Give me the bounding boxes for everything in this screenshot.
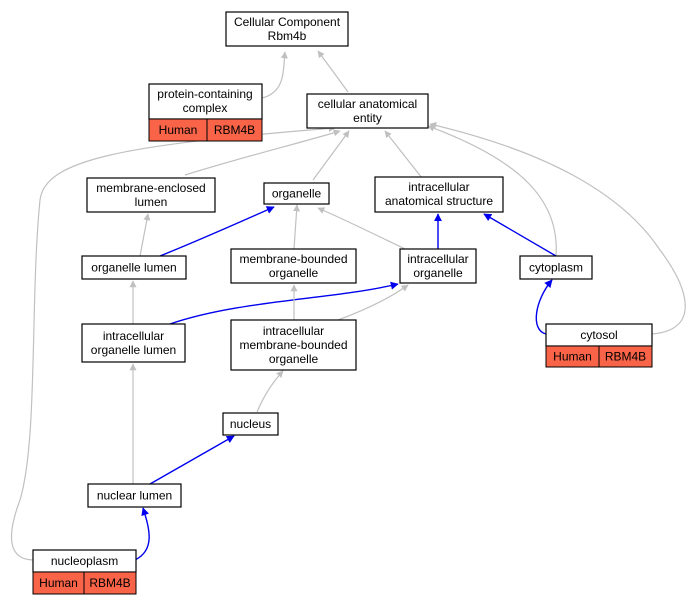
edge-imbo-to-intracellular-organelle: [337, 284, 409, 321]
node-label-line: membrane-bounded: [239, 252, 347, 266]
node-label-line: intracellular: [263, 324, 324, 338]
node-label-line: cytosol: [580, 328, 617, 342]
edge-nucleus-to-imbo: [256, 370, 284, 413]
node-label-line: protein-containing: [157, 87, 252, 101]
edge-nucleoplasm-to-entity: [10, 125, 336, 561]
node-intracellular-membrane-bounded-organelle[interactable]: intracellular membrane-bounded organelle: [230, 319, 357, 371]
edge-protein-complex-to-root: [261, 51, 288, 99]
edge-organelle-lumen-part-of-organelle: [159, 206, 275, 257]
tag-species: Human: [159, 123, 198, 137]
edge-cytosol-part-of-cytoplasm: [535, 279, 553, 335]
node-cellular-anatomical-entity[interactable]: cellular anatomical entity: [306, 93, 429, 129]
node-label-line: entity: [353, 111, 382, 125]
node-label-line: nucleoplasm: [51, 554, 118, 568]
edge-organelle-lumen-to-membrane-enclosed-lumen: [139, 213, 151, 257]
edge-anatomical-entity-to-root: [317, 50, 349, 93]
tag-gene: RBM4B: [89, 576, 130, 590]
node-label-line: cytoplasm: [529, 261, 583, 275]
node-membrane-enclosed-lumen[interactable]: membrane-enclosed lumen: [86, 177, 216, 213]
edge-intracellular-organelle-lumen-part-of-intracellular-organelle: [169, 281, 399, 325]
edge-membrane-enclosed-lumen-to-entity: [184, 129, 341, 176]
node-protein-containing-complex[interactable]: protein-containing complex Human RBM4B: [148, 83, 263, 142]
node-organelle-lumen[interactable]: organelle lumen: [81, 255, 187, 280]
node-label-line: organelle lumen: [91, 261, 176, 275]
edge-cytoplasm-part-of-structure: [483, 213, 557, 257]
node-label-line: cellular anatomical: [318, 97, 417, 111]
tag-gene: RBM4B: [605, 350, 646, 364]
node-label-line: membrane-bounded: [239, 338, 347, 352]
node-intracellular-anatomical-structure[interactable]: intracellular anatomical structure: [374, 176, 504, 213]
node-label-line: membrane-enclosed: [96, 181, 205, 195]
tag-species: Human: [39, 576, 78, 590]
node-label-line: organelle: [269, 352, 319, 366]
edge-intracellular-structure-to-entity: [384, 130, 423, 179]
nodes: Cellular Component Rbm4b protein-contain…: [32, 11, 653, 595]
node-label-line: lumen: [135, 195, 168, 209]
node-organelle[interactable]: organelle: [263, 182, 330, 205]
edge-nuclear-lumen-part-of-nucleus: [149, 435, 235, 485]
node-cytosol[interactable]: cytosol Human RBM4B: [545, 323, 653, 368]
node-intracellular-organelle[interactable]: intracellular organelle: [399, 248, 477, 284]
node-label-line: Rbm4b: [268, 29, 307, 43]
node-label-line: anatomical structure: [385, 194, 493, 208]
tag-species: Human: [553, 350, 592, 364]
node-label-line: nucleus: [230, 417, 271, 431]
node-membrane-bounded-organelle[interactable]: membrane-bounded organelle: [230, 248, 357, 284]
edge-membrane-bounded-organelle-to-organelle: [293, 204, 301, 250]
node-label-line: intracellular: [408, 180, 469, 194]
node-label-line: organelle: [272, 187, 322, 201]
node-label-line: intracellular: [407, 252, 468, 266]
node-label-line: nuclear lumen: [97, 489, 172, 503]
node-label-line: organelle: [413, 266, 463, 280]
edge-intracellular-organelle-to-organelle: [317, 207, 406, 250]
node-nucleus[interactable]: nucleus: [222, 412, 279, 436]
node-cytoplasm[interactable]: cytoplasm: [519, 255, 593, 280]
node-intracellular-organelle-lumen[interactable]: intracellular organelle lumen: [81, 323, 186, 363]
edge-organelle-to-entity: [312, 130, 350, 181]
node-cellular-component-root[interactable]: Cellular Component Rbm4b: [225, 11, 349, 47]
node-label-line: organelle: [269, 266, 319, 280]
edge-cytosol-to-entity: [429, 122, 686, 335]
edge-cytoplasm-to-entity: [427, 124, 557, 257]
tag-gene: RBM4B: [214, 123, 255, 137]
edge-nucleoplasm-part-of-nuclear-lumen: [134, 507, 150, 561]
node-nuclear-lumen[interactable]: nuclear lumen: [87, 483, 182, 508]
node-label-line: organelle lumen: [91, 343, 176, 357]
node-label-line: intracellular: [103, 329, 164, 343]
node-label-line: complex: [183, 101, 228, 115]
node-label-line: Cellular Component: [234, 15, 341, 29]
edges: [10, 50, 686, 561]
node-nucleoplasm[interactable]: nucleoplasm Human RBM4B: [32, 549, 137, 595]
